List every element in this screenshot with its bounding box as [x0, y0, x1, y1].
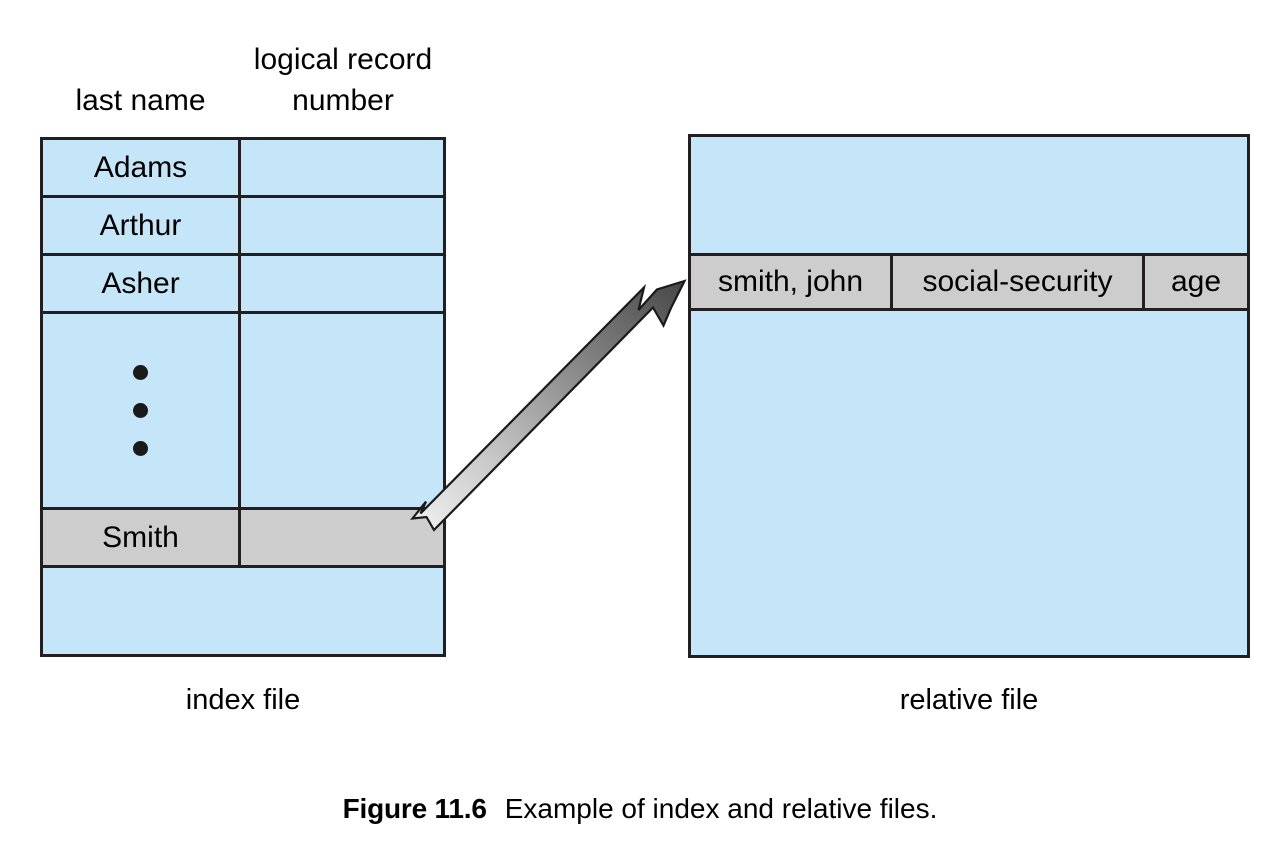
index-row-logical-record-number	[241, 256, 443, 311]
index-file-table: Adams Arthur Asher Smith	[40, 137, 446, 657]
vertical-ellipsis	[43, 314, 241, 507]
ellipsis-dot	[133, 441, 148, 456]
record-field-social-security: social-security	[893, 256, 1145, 308]
index-row-logical-record-number	[241, 568, 443, 654]
index-row-logical-record-number	[241, 510, 443, 565]
index-row-last-name: Asher	[43, 256, 241, 311]
table-row	[43, 568, 443, 654]
table-row: Asher	[43, 256, 443, 314]
column-header-logical-record-number-line2: number	[292, 84, 394, 117]
relative-file-label: relative file	[899, 684, 1039, 716]
record-field-name: smith, john	[691, 256, 893, 308]
index-file-label: index file	[185, 684, 301, 716]
ellipsis-dot	[133, 403, 148, 418]
column-header-last-name: last name	[75, 84, 206, 117]
table-row: Arthur	[43, 198, 443, 256]
ellipsis-dot	[133, 365, 148, 380]
column-header-logical-record-number: logical record number	[232, 39, 454, 121]
figure-caption-number: Figure 11.6	[342, 793, 487, 824]
index-row-last-name: Adams	[43, 140, 241, 195]
vertical-ellipsis-dots	[43, 314, 238, 507]
index-row-last-name: Arthur	[43, 198, 241, 253]
index-row-logical-record-number	[241, 140, 443, 195]
table-row: Adams	[43, 140, 443, 198]
index-row-last-name	[43, 568, 241, 654]
figure-caption: Figure 11.6 Example of index and relative…	[0, 791, 1280, 827]
index-row-last-name: Smith	[43, 510, 241, 565]
table-row-ellipsis	[43, 314, 443, 510]
table-row-highlighted: Smith	[43, 510, 443, 568]
record-field-age: age	[1170, 265, 1222, 298]
index-row-logical-record-number	[241, 198, 443, 253]
figure-caption-text: Example of index and relative files.	[504, 793, 938, 824]
relative-file-box: smith, john social-security age	[688, 134, 1250, 658]
relative-file-record-row: smith, john social-security age	[691, 253, 1247, 311]
index-row-logical-record-number	[241, 314, 443, 507]
column-header-logical-record-number-line1: logical record	[253, 43, 433, 76]
